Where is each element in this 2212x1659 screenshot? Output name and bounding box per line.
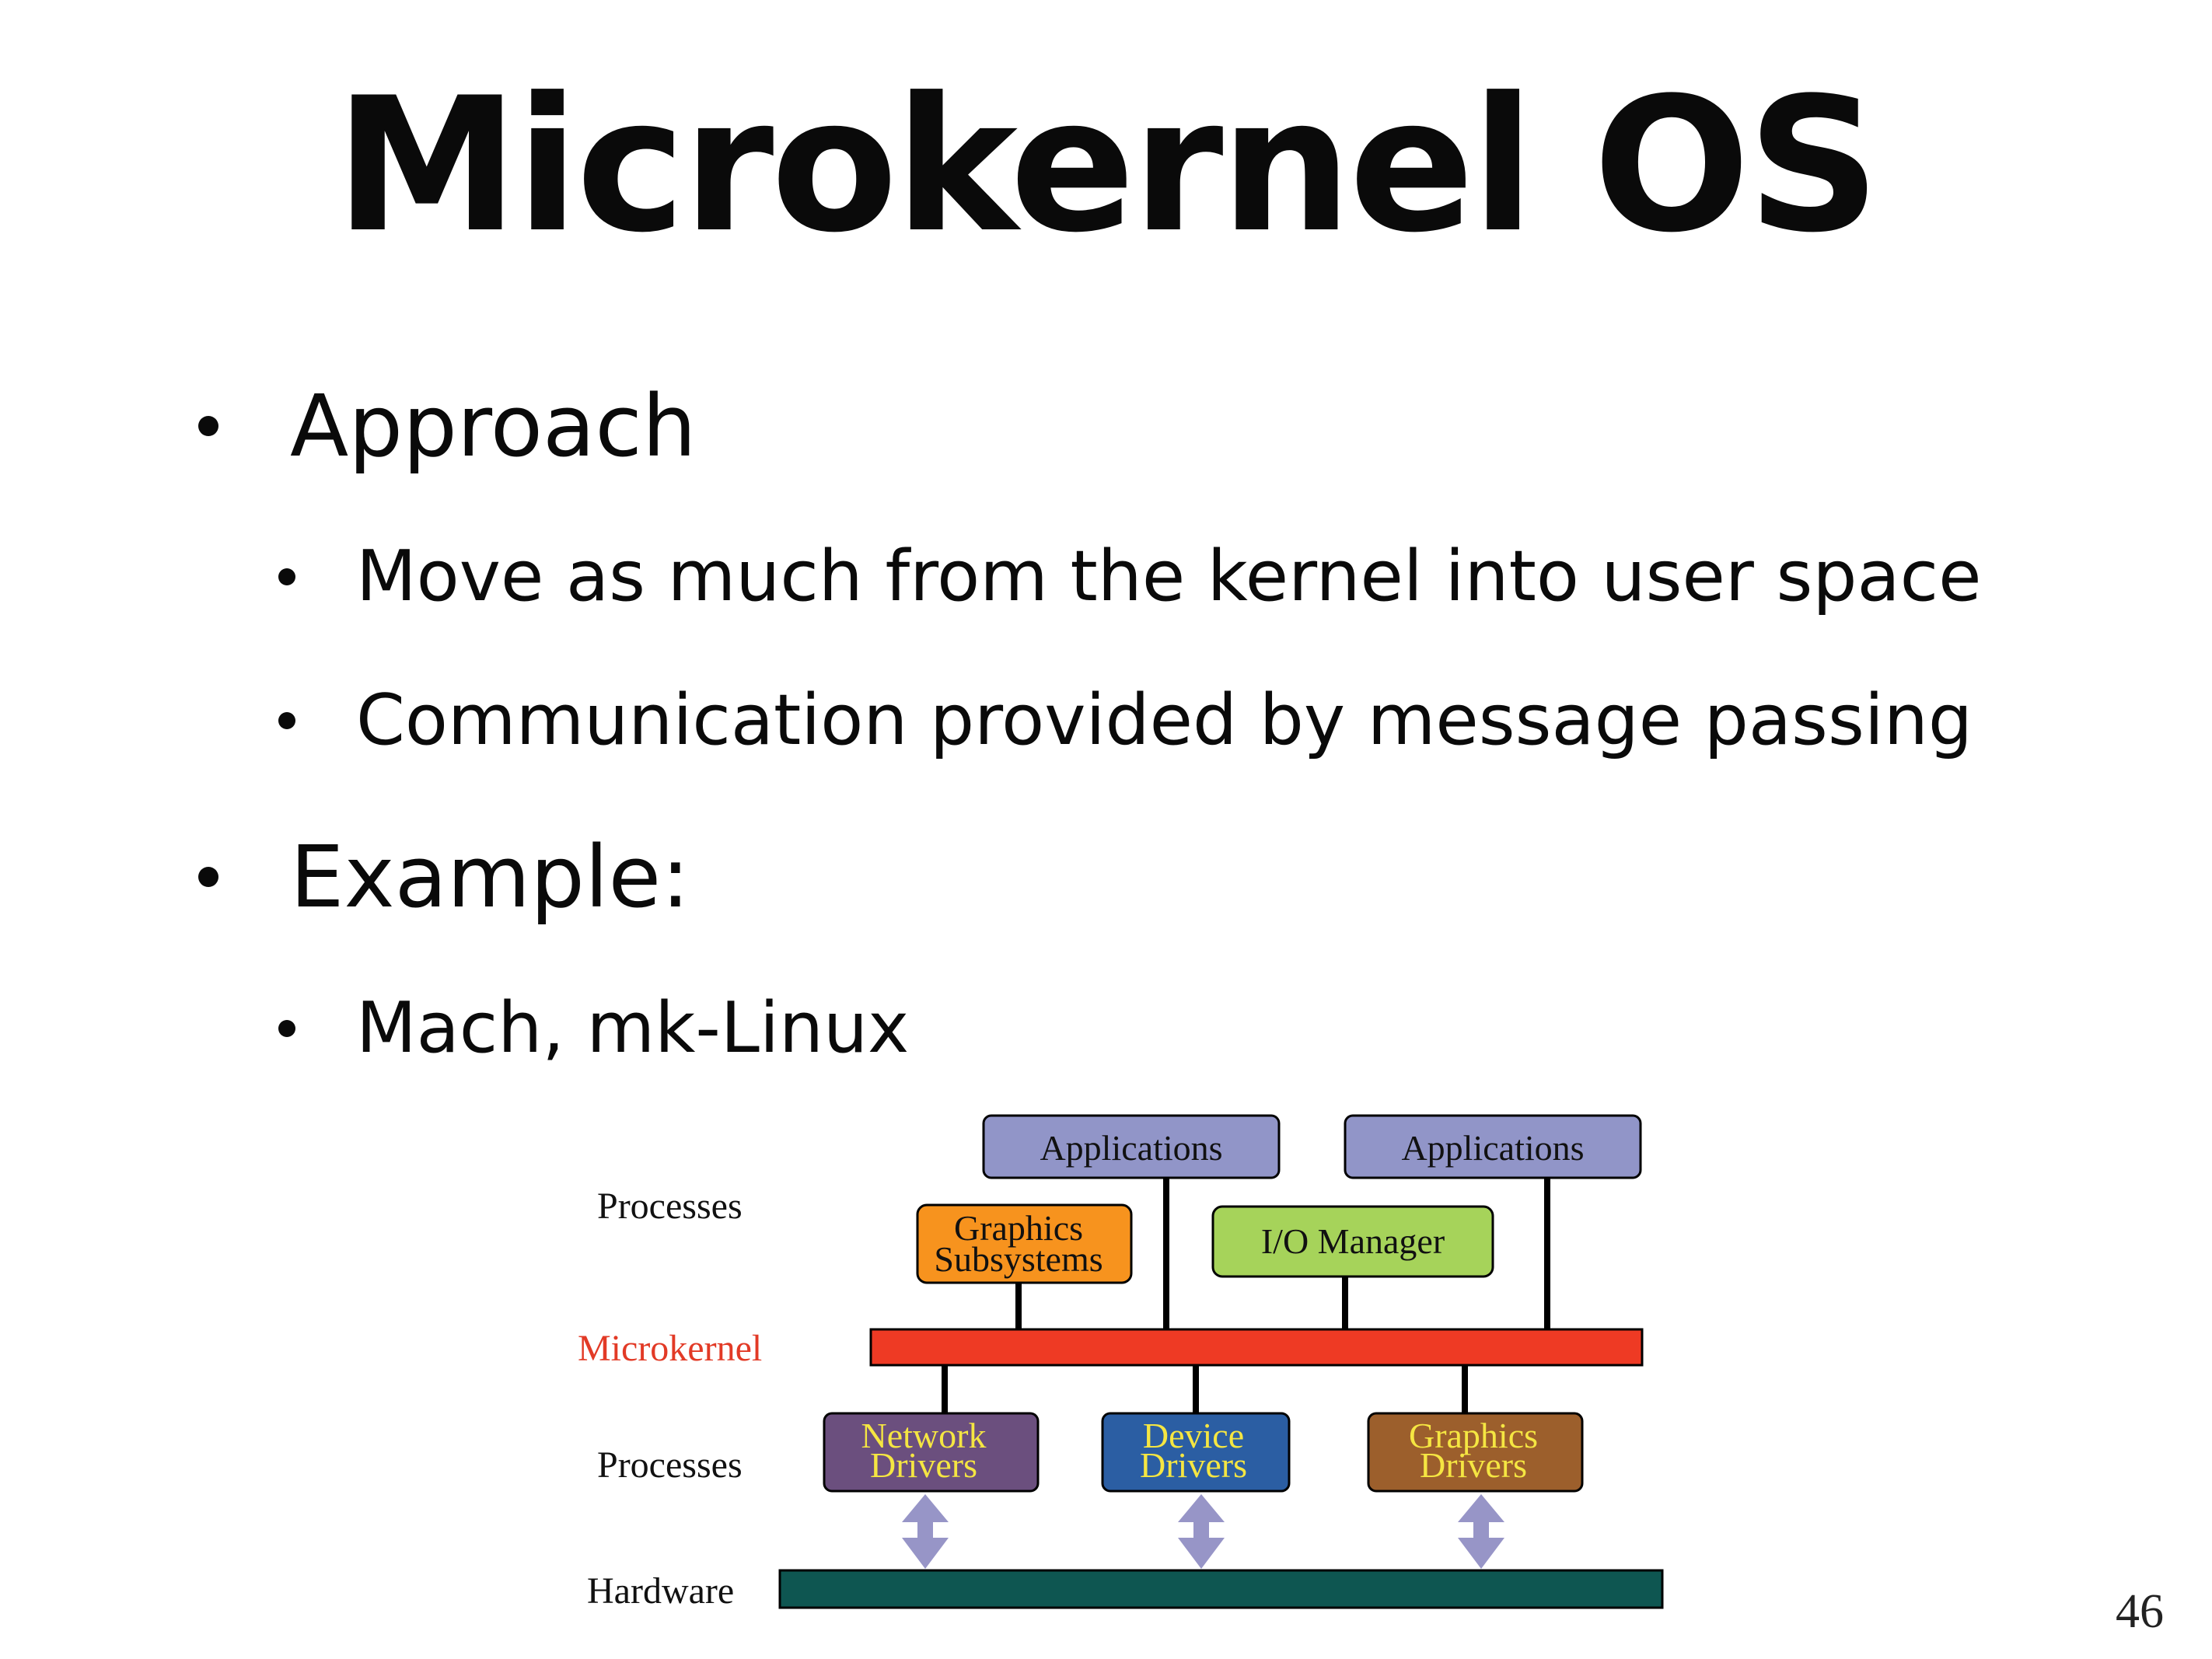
io-manager-label: I/O Manager [1261, 1221, 1445, 1261]
bullet-approach: Approach [198, 383, 697, 469]
bullet-text: Communication provided by message passin… [356, 679, 1973, 761]
bullet-text: Move as much from the kernel into user s… [356, 536, 1982, 617]
device-drivers-label-line1: Device [1143, 1416, 1244, 1455]
network-drivers-box [823, 1412, 1040, 1493]
sub-bullet-message-passing: Communication provided by message passin… [278, 686, 1973, 756]
hardware-bar [778, 1569, 1664, 1609]
double-arrow-icon [1458, 1494, 1504, 1569]
bullet-text: Approach [290, 376, 697, 476]
sub-bullet-move-to-user-space: Move as much from the kernel into user s… [278, 542, 1981, 612]
graphics-drivers-label-line2: Drivers [1420, 1445, 1527, 1485]
bullet-dot [278, 568, 295, 585]
network-drivers-label-line2: Drivers [870, 1445, 977, 1485]
device-drivers-label-line2: Drivers [1140, 1445, 1247, 1485]
graphics-subsystems-label-line2: Subsystems [934, 1239, 1103, 1279]
bullet-dot [198, 416, 218, 436]
applications-box-2 [1344, 1114, 1642, 1179]
applications-label-2: Applications [1401, 1128, 1584, 1168]
graphics-subsystems-label-line1: Graphics [954, 1208, 1083, 1248]
bullet-text: Mach, mk-Linux [356, 987, 910, 1069]
applications-label-1: Applications [1040, 1128, 1222, 1168]
double-arrow-icon [902, 1494, 949, 1569]
io-manager-box [1211, 1205, 1494, 1278]
row-label-processes-bottom: Processes [597, 1444, 743, 1486]
slide-title: Microkernel OS [334, 58, 1880, 274]
bullet-dot [278, 1020, 295, 1037]
row-label-hardware: Hardware [587, 1570, 734, 1612]
connector-lines [942, 1178, 1550, 1413]
graphics-drivers-box [1367, 1412, 1584, 1493]
bullet-dot [198, 867, 218, 887]
bullet-text: Example: [290, 827, 690, 927]
applications-box-1 [982, 1114, 1281, 1179]
row-label-microkernel: Microkernel [578, 1328, 762, 1369]
double-arrow-icon [1178, 1494, 1225, 1569]
graphics-subsystems-box [916, 1203, 1133, 1284]
row-label-processes-top: Processes [597, 1186, 743, 1227]
network-drivers-label-line1: Network [861, 1416, 987, 1455]
bullet-example: Example: [198, 834, 690, 920]
bullet-dot [278, 712, 295, 729]
page-number: 46 [2116, 1585, 2164, 1638]
microkernel-bar [869, 1328, 1644, 1367]
device-drivers-box [1101, 1412, 1291, 1493]
sub-bullet-mach-mk-linux: Mach, mk-Linux [278, 994, 909, 1064]
graphics-drivers-label-line1: Graphics [1409, 1416, 1538, 1455]
